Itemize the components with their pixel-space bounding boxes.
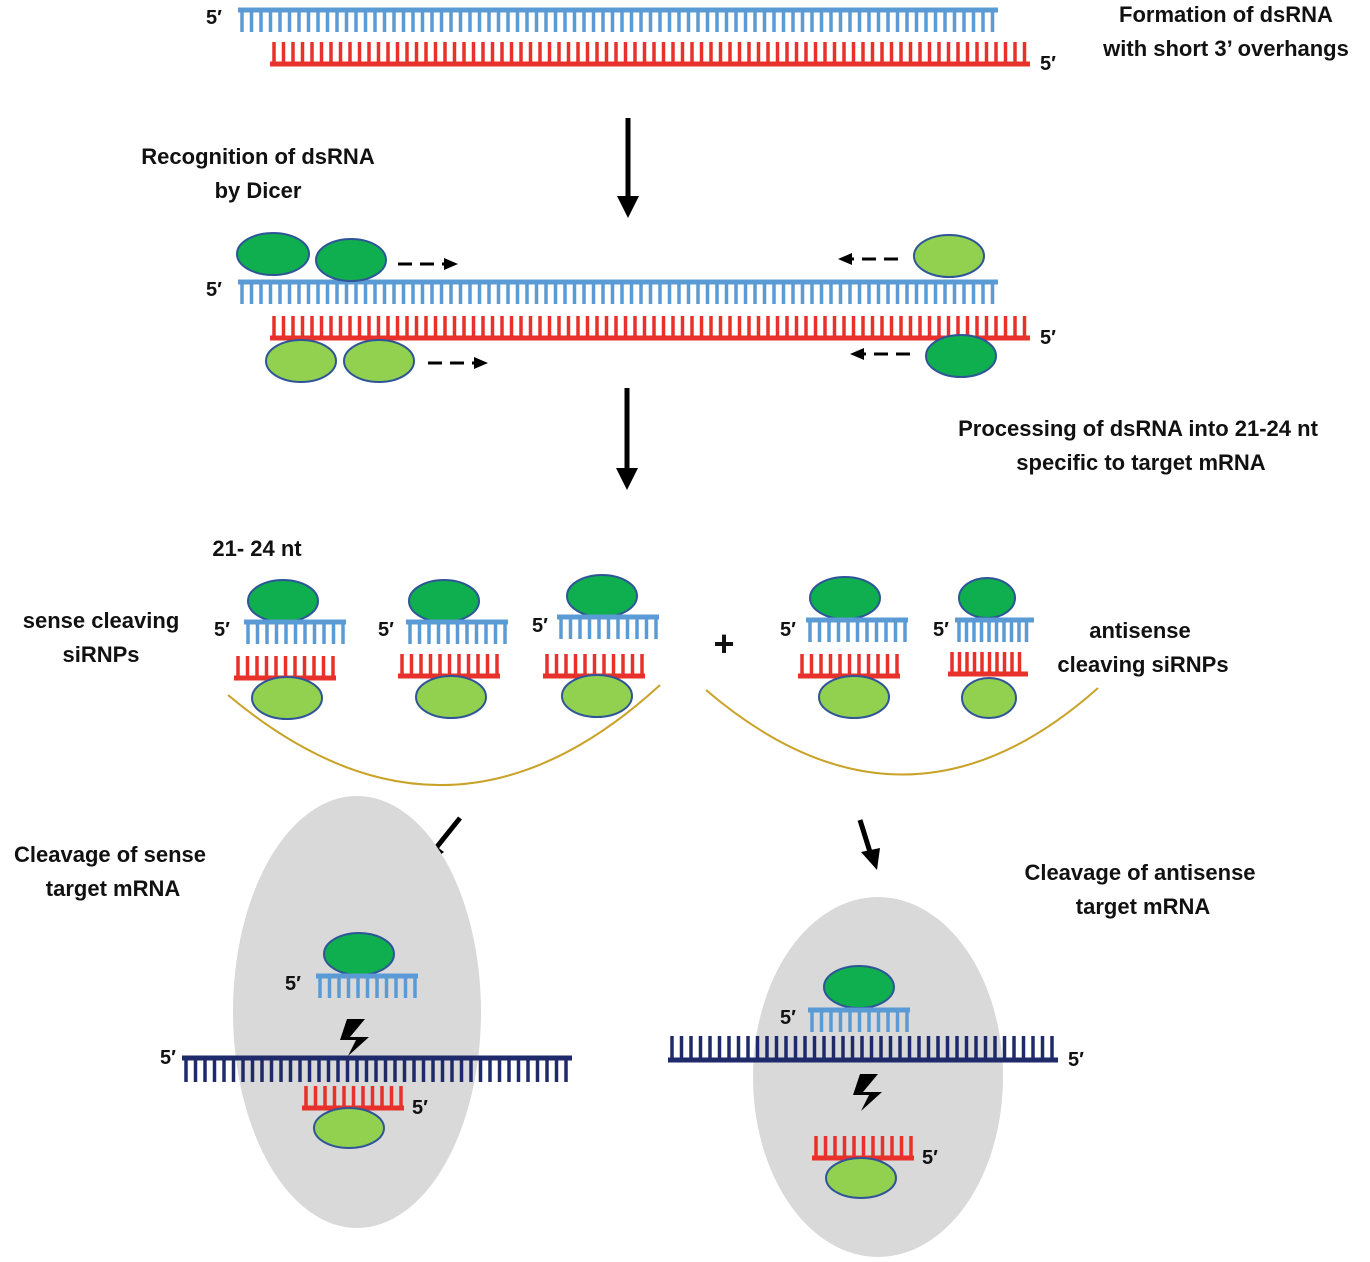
five-prime-label: 5′ <box>1040 53 1056 75</box>
dicer-icon <box>315 238 387 282</box>
sense-cleavage-complex: 5′ 5′ 5′ <box>160 796 572 1228</box>
dicer-icon <box>236 232 310 276</box>
sense-sirnps-label-line1: sense cleaving <box>23 608 180 633</box>
cleavage-sense-label-line2: target mRNA <box>46 876 181 901</box>
dicer-icon <box>313 1107 385 1149</box>
dashed-arrow-right-icon <box>428 357 488 369</box>
antisense-sirnps-label-line1: antisense <box>1089 618 1191 643</box>
dicer-icon <box>961 677 1017 719</box>
five-prime-label: 5′ <box>780 1007 796 1029</box>
sense-fragment <box>406 619 508 644</box>
sirnp-complex: 5′ <box>532 574 659 718</box>
recognition-label-line2: by Dicer <box>215 178 302 203</box>
dicer-icon <box>913 234 985 278</box>
five-prime-label: 5′ <box>933 619 949 641</box>
antisense-fragment <box>398 654 500 679</box>
five-prime-label: 5′ <box>1040 327 1056 349</box>
cleavage-antisense-label-line2: target mRNA <box>1076 894 1211 919</box>
lightning-bolt-icon <box>340 1019 369 1056</box>
five-prime-label: 5′ <box>532 615 548 637</box>
down-arrow-icon <box>616 388 638 490</box>
processing-label-line1: Processing of dsRNA into 21-24 nt <box>958 416 1318 441</box>
dicer-icon <box>561 674 633 718</box>
dicer-icon <box>809 576 881 620</box>
sense-strand <box>238 7 998 32</box>
cleavage-antisense-label-line1: Cleavage of antisense <box>1024 860 1255 885</box>
five-prime-label: 5′ <box>214 619 230 641</box>
antisense-fragment <box>234 656 336 681</box>
dicer-icon <box>415 675 487 719</box>
sense-fragment <box>808 1007 910 1032</box>
antisense-group-bracket <box>705 687 1099 776</box>
dashed-arrow-left-icon <box>838 253 898 265</box>
dicer-icon <box>247 579 319 623</box>
sense-strand <box>238 279 998 304</box>
target-mrna-strand <box>182 1055 572 1082</box>
dicer-bound-dsrna: 5′ 5′ <box>206 232 1056 383</box>
five-prime-label: 5′ <box>206 7 222 29</box>
dicer-icon <box>251 676 323 720</box>
five-prime-label: 5′ <box>922 1147 938 1169</box>
dsrna-formation: 5′ 5′ Formation of dsRNA with short 3’ o… <box>206 2 1349 75</box>
dicer-icon <box>825 1157 897 1199</box>
five-prime-label: 5′ <box>378 619 394 641</box>
five-prime-label: 5′ <box>160 1047 176 1069</box>
risc-complex-background <box>233 796 481 1228</box>
formation-label-line1: Formation of dsRNA <box>1119 2 1333 27</box>
cleavage-sense-label-line1: Cleavage of sense <box>14 842 206 867</box>
sirnp-complex: 5′ <box>933 577 1034 719</box>
dicer-icon <box>958 577 1016 619</box>
diagonal-arrow-icon <box>857 819 880 870</box>
sense-fragment <box>316 973 418 998</box>
target-mrna-strand <box>668 1036 1058 1063</box>
antisense-fragment <box>798 654 900 679</box>
antisense-fragment <box>543 654 645 679</box>
recognition-label-line1: Recognition of dsRNA <box>141 144 375 169</box>
antisense-sirnps-label-line2: cleaving siRNPs <box>1057 652 1228 677</box>
dicer-icon <box>408 579 480 623</box>
sense-fragment <box>955 617 1034 642</box>
dashed-arrow-left-icon <box>850 348 910 360</box>
dashed-arrow-right-icon <box>398 258 458 270</box>
five-prime-label: 5′ <box>206 279 222 301</box>
dicer-icon <box>823 965 895 1009</box>
sense-fragment <box>557 614 659 639</box>
formation-label-line2: with short 3’ overhangs <box>1102 36 1349 61</box>
sense-group-bracket <box>227 684 661 787</box>
down-arrow-icon <box>617 118 639 218</box>
antisense-strand <box>270 42 1030 67</box>
sense-fragment <box>244 619 346 644</box>
dicer-icon <box>925 334 997 378</box>
sirnp-complex: 5′ <box>378 579 508 719</box>
five-prime-label: 5′ <box>780 619 796 641</box>
five-prime-label: 5′ <box>412 1097 428 1119</box>
antisense-strand <box>270 316 1030 341</box>
sirnp-complex: 5′ <box>214 579 346 720</box>
sense-fragment <box>806 617 908 642</box>
dicer-icon <box>818 675 890 719</box>
dicer-icon <box>265 339 337 383</box>
plus-sign: + <box>713 623 734 664</box>
processing-label-line2: specific to target mRNA <box>1016 450 1265 475</box>
risc-complex-background <box>753 897 1003 1257</box>
sense-sirnps-label-line2: siRNPs <box>62 642 139 667</box>
five-prime-label: 5′ <box>285 973 301 995</box>
nt-length-label: 21- 24 nt <box>212 536 302 561</box>
five-prime-label: 5′ <box>1068 1049 1084 1071</box>
lightning-bolt-icon <box>853 1074 882 1111</box>
dicer-icon <box>323 932 395 976</box>
sirnp-complex: 5′ <box>780 576 908 719</box>
dicer-icon <box>566 574 638 618</box>
dicer-icon <box>343 339 415 383</box>
antisense-cleavage-complex: 5′ 5′ 5′ <box>668 897 1084 1257</box>
antisense-fragment <box>948 652 1028 677</box>
